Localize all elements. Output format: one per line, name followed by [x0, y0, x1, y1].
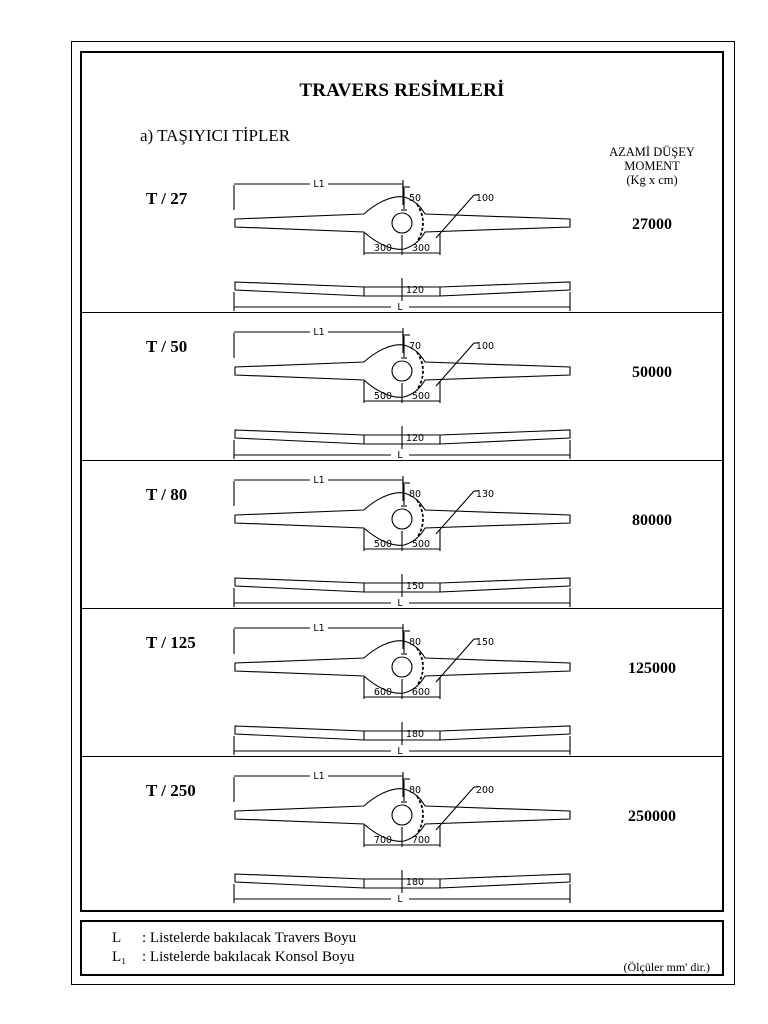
bolt-hole-circle [391, 804, 413, 826]
half-width-right-label: 500 [412, 391, 430, 402]
l-label: L [397, 894, 403, 905]
l1-label: L1 [313, 179, 324, 190]
l1-label: L1 [313, 327, 324, 338]
bolt-hole-circle [391, 360, 413, 382]
half-width-left-label: 600 [374, 687, 392, 698]
legend-key: L [112, 930, 122, 946]
legend-key: L₁ [112, 949, 127, 965]
half-width-right-label: 600 [412, 687, 430, 698]
row-divider [80, 312, 724, 313]
page-title: TRAVERS RESİMLERİ [299, 80, 505, 101]
legend-item-l1: L₁ : Listelerde bakılacak Konsol Boyu [112, 949, 354, 966]
l-label: L [397, 746, 403, 757]
legend-text: : Listelerde bakılacak Travers Boyu [142, 930, 357, 946]
moment-value: 80000 [632, 512, 672, 529]
moment-value: 125000 [628, 660, 676, 677]
l1-label: L1 [313, 475, 324, 486]
side-dimension-label: 130 [476, 489, 494, 500]
units-note: (Ölçüler mm' dir.) [623, 960, 710, 974]
l-label: L [397, 450, 403, 461]
dashed-arc [416, 647, 424, 687]
type-label: T / 125 [146, 633, 196, 652]
moment-value: 250000 [628, 808, 676, 825]
bottom-dimension-label: 180 [406, 877, 424, 888]
top-dimension-label: 70 [409, 341, 421, 352]
moment-header-line-2: MOMENT [624, 159, 680, 173]
type-label: T / 80 [146, 485, 188, 504]
section-subtitle: a) TAŞIYICI TİPLER [140, 126, 291, 145]
side-dimension-label: 100 [476, 341, 494, 352]
l1-label: L1 [313, 623, 324, 634]
moment-value: 27000 [632, 216, 672, 233]
crossarm-body [234, 196, 571, 250]
crossarm-elevation [234, 577, 571, 593]
drawing-frame [80, 51, 724, 912]
l-label: L [397, 598, 403, 609]
bottom-dimension-label: 180 [406, 729, 424, 740]
bolt-hole-circle [391, 508, 413, 530]
type-label: T / 250 [146, 781, 196, 800]
side-dimension-label: 100 [476, 193, 494, 204]
crossarm-elevation [234, 873, 571, 889]
legend-item-l: L : Listelerde bakılacak Travers Boyu [112, 930, 356, 947]
moment-value: 50000 [632, 364, 672, 381]
crossarm-body [234, 788, 571, 842]
dashed-arc [416, 499, 424, 539]
side-dimension-label: 200 [476, 785, 494, 796]
half-width-right-label: 300 [412, 243, 430, 254]
l-label: L [397, 302, 403, 313]
bottom-dimension-label: 150 [406, 581, 424, 592]
crossarm-body [234, 344, 571, 398]
half-width-left-label: 700 [374, 835, 392, 846]
half-width-left-label: 300 [374, 243, 392, 254]
half-width-right-label: 700 [412, 835, 430, 846]
top-dimension-label: 80 [409, 637, 421, 648]
dashed-arc [416, 351, 424, 391]
legend-box [80, 920, 724, 976]
l1-label: L1 [313, 771, 324, 782]
row-divider [80, 460, 724, 461]
crossarm-elevation [234, 281, 571, 297]
half-width-left-label: 500 [374, 391, 392, 402]
row-divider [80, 756, 724, 757]
bottom-dimension-label: 120 [406, 433, 424, 444]
crossarm-body [234, 492, 571, 546]
type-label: T / 27 [146, 189, 188, 208]
crossarm-elevation [234, 429, 571, 445]
side-dimension-label: 150 [476, 637, 494, 648]
half-width-right-label: 500 [412, 539, 430, 550]
legend-text: : Listelerde bakılacak Konsol Boyu [142, 949, 355, 965]
half-width-left-label: 500 [374, 539, 392, 550]
dashed-arc [416, 203, 424, 243]
bottom-dimension-label: 120 [406, 285, 424, 296]
bolt-hole-circle [391, 212, 413, 234]
bolt-hole-circle [391, 656, 413, 678]
type-label: T / 50 [146, 337, 188, 356]
row-divider [80, 608, 724, 609]
crossarm-elevation [234, 725, 571, 741]
moment-header-line-3: (Kg x cm) [626, 173, 678, 187]
top-dimension-label: 50 [409, 193, 421, 204]
dashed-arc [416, 795, 424, 835]
moment-header: AZAMİ DÜŞEY MOMENT (Kg x cm) [590, 145, 714, 187]
top-dimension-label: 80 [409, 785, 421, 796]
crossarm-body [234, 640, 571, 694]
moment-header-line-1: AZAMİ DÜŞEY [609, 145, 695, 159]
outer-frame [71, 41, 735, 985]
top-dimension-label: 80 [409, 489, 421, 500]
